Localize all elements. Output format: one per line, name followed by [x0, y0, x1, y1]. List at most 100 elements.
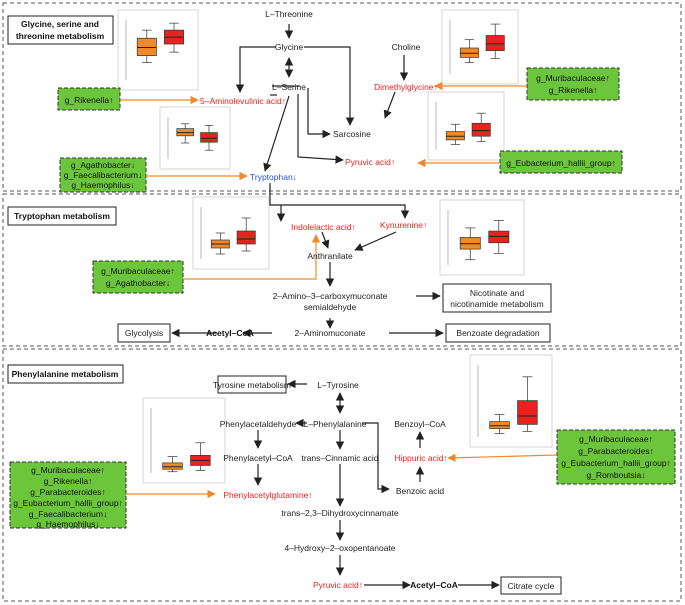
box-control [162, 462, 183, 470]
node-pyruvic-acid-1: Pyruvic acid↑ [345, 157, 395, 167]
taxa-label: g_Rikenella↑ [549, 85, 598, 95]
boxplot-indolelactic [192, 196, 270, 270]
pathway-arrows-gst [235, 24, 409, 172]
node-2-aminomuconate: 2–Aminomuconate [295, 328, 366, 338]
taxa-box-phenylacetylglutamine-group: g_Muribaculaceae↑ g_Rikenella↑ g_Parabac… [9, 461, 127, 529]
box-nicotinate [442, 283, 552, 313]
taxa-box-rikenella: g_Rikenella↑ [57, 87, 121, 111]
box-case [236, 230, 256, 245]
taxa-box-muribaculaceae-rikenella: g_Muribaculaceae↑ g_Rikenella↑ [526, 67, 620, 101]
node-l-tyrosine: L–Tyrosine [317, 380, 359, 390]
taxa-box-agathobacter-group: g_Agathobacter↓ g_Faecalibacterium↓ g_Ha… [59, 157, 147, 193]
node-trans-cinnamic-acid: trans–Cinnamic acid [301, 453, 378, 463]
node-nicotinate-line1: Nicotinate and [470, 288, 525, 298]
taxa-box-muribaculaceae-agathobacter: g_Muribaculaceae↑ g_Agathobacter↓ [92, 260, 184, 294]
box-control [459, 237, 481, 250]
taxa-label: g_Eubacterium_hallii_group↑ [13, 498, 123, 508]
taxa-label: g_Muribaculaceae↑ [579, 434, 653, 444]
taxa-label: g_Faecalibacterium↓ [29, 509, 107, 519]
node-l-phenylalanine: L–Phenylalanine [304, 419, 367, 429]
taxa-label: g_Muribaculaceae↑ [101, 266, 175, 276]
box-benzoate-degradation [445, 323, 551, 343]
section-title-box-trp [7, 206, 117, 226]
node-glycolysis: Glycolysis [125, 328, 163, 338]
boxplot-tryptophan [159, 106, 231, 170]
node-tryptophan: Tryptophan↓ [250, 172, 297, 182]
node-phenylacetylglutamine: Phenylacetylglutamine↑ [223, 490, 312, 500]
node-kynurenine: Kynurenine↑ [380, 220, 427, 230]
box-control [489, 421, 510, 429]
node-l-serine: L–Serine [272, 82, 306, 92]
section-title-box-phe [7, 364, 124, 384]
node-dimethylglycine: Dimethylglycine↑ [374, 82, 438, 92]
node-hippuric-acid: Hippuric acid↑ [394, 453, 447, 463]
taxa-label: g_Haemophilus↓ [36, 519, 99, 529]
taxa-label: g_Eubacterium_hallii_group↑ [561, 458, 671, 468]
taxa-label: g_Faecalibacterium↓ [64, 170, 142, 180]
node-pyruvic-acid-2: Pyruvic acid↑ [313, 580, 363, 590]
taxa-box-hippuric-group: g_Muribaculaceae↑ g_Parabacteroides↑ g_E… [556, 429, 676, 485]
box-tyrosine-metabolism [217, 375, 287, 394]
taxa-label: g_Parabacteroides↑ [578, 446, 654, 456]
node-hydroxy-oxopentanoate: 4–Hydroxy–2–oxopentanoate [284, 543, 395, 553]
node-phenylacetaldehyde: Phenylacetaldehyde [220, 419, 297, 429]
node-l-threonine: L–Threonine [265, 9, 313, 19]
node-choline: Choline [392, 42, 421, 52]
box-control [136, 37, 157, 56]
box-citrate-cycle [500, 576, 562, 595]
section-tryptophan [2, 193, 682, 347]
node-indolelactic-acid: Indolelactic acid↑ [291, 222, 356, 232]
section-title-phe: Phenylalanine metabolism [12, 369, 119, 379]
node-benzoic-acid: Benzoic acid [396, 486, 444, 496]
node-nicotinate-line2: nicotinamide metabolism [450, 299, 544, 309]
taxa-label: g_Agathobacter↓ [106, 278, 170, 288]
boxplot-phenylacetylglutamine [142, 397, 226, 484]
taxa-label: g_Parabacteroides↑ [30, 487, 106, 497]
taxa-label: g_Agathobacter↓ [71, 160, 135, 170]
boxplot-kynurenine [439, 199, 525, 276]
box-control [459, 47, 479, 58]
boxplot-dmg [441, 9, 519, 85]
node-phenylacetyl-coa: Phenylacetyl–CoA [223, 453, 293, 463]
box-case [517, 400, 538, 425]
boxplot-pyruvic [427, 91, 505, 161]
section-title-gst-line2: threonine metabolism [16, 31, 105, 41]
section-title-box-gst [7, 15, 114, 45]
pathway-arrows-phe [253, 379, 500, 590]
taxa-label: g_Rikenella↑ [44, 476, 93, 486]
node-citrate-cycle: Citrate cycle [508, 581, 555, 591]
node-benzoyl-coa: Benzoyl–CoA [394, 419, 446, 429]
node-glycine: Glycine [275, 42, 304, 52]
section-phenylalanine [2, 348, 682, 602]
node-tyrosine-metabolism: Tyrosine metabolism [213, 380, 291, 390]
taxa-box-eubacterium: g_Eubacterium_hallii_group↑ [499, 150, 623, 174]
box-case [200, 132, 218, 143]
taxa-label: g_Muribaculaceae↑ [31, 465, 105, 475]
taxa-arrows [120, 81, 558, 499]
boxplot-hippuric [469, 354, 553, 448]
node-acetyl-coa-2: Acetyl–CoA [410, 580, 458, 590]
node-acetyl-coa-1: Acetyl–CoA [206, 328, 254, 338]
box-case [471, 122, 491, 137]
taxa-label: g_Eubacterium_hallii_group↑ [506, 158, 616, 168]
box-case [485, 35, 505, 51]
pathway-arrows-trp [171, 183, 444, 338]
section-title-gst-line1: Glycine, serine and [21, 19, 99, 29]
node-5-aminolevulinic-acid: 5–Aminolevulinic acid↑ [200, 96, 286, 106]
taxa-label: g_Muribaculaceae↑ [536, 73, 610, 83]
node-acms-line1: 2–Amino–3–carboxymuconate [273, 291, 388, 301]
section-title-trp: Tryptophan metabolism [14, 211, 110, 221]
node-benzoate-degradation: Benzoate degradation [456, 328, 539, 338]
taxa-label: g_Romboutsia↓ [586, 470, 645, 480]
boxplot-ala [117, 9, 199, 91]
box-glycolysis [117, 323, 171, 343]
node-anthranilate: Anthranilate [307, 251, 353, 261]
node-sarcosine: Sarcosine [333, 129, 371, 139]
node-acms-line2: semialdehyde [304, 302, 357, 312]
box-case [488, 230, 510, 244]
taxa-label: g_Rikenella↑ [65, 95, 114, 105]
taxa-label: g_Haemophilus↓ [71, 180, 134, 190]
node-dihydroxycinnamate: trans–2,3–Dihydroxycinnamate [281, 508, 398, 518]
section-glycine-serine-threonine [2, 2, 682, 192]
